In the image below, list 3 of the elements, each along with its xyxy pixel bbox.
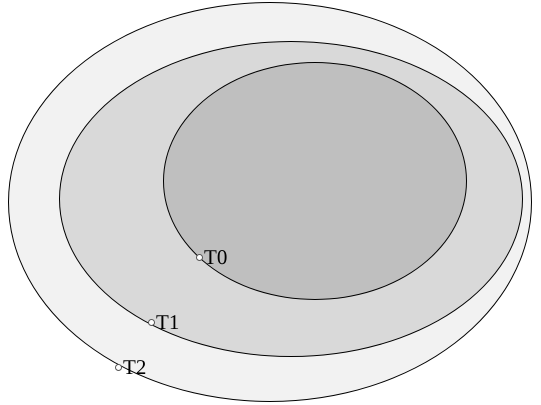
point-label: T2 xyxy=(123,356,146,378)
point-label: T0 xyxy=(204,246,228,268)
point-label: T1 xyxy=(156,311,180,333)
